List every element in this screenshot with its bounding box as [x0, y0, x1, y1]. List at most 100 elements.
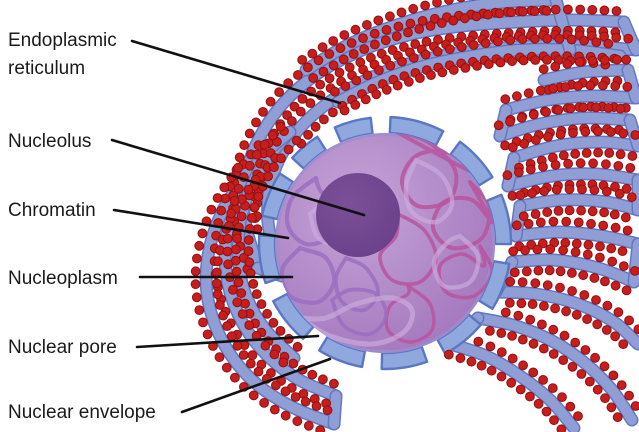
ribosome	[263, 171, 274, 182]
ribosome	[425, 21, 436, 31]
ribosome	[599, 31, 609, 42]
ribosome	[324, 49, 335, 59]
ribosome	[618, 339, 629, 350]
ribosome	[315, 79, 326, 90]
ribosome	[591, 37, 602, 47]
ribosome	[548, 83, 559, 94]
ribosome	[580, 345, 591, 355]
ribosome	[579, 35, 589, 46]
ribosome	[244, 160, 255, 171]
er-cisterna	[329, 391, 341, 429]
ribosome	[553, 206, 564, 216]
ribosome	[334, 67, 345, 78]
ribosome	[480, 38, 491, 48]
ribosome	[558, 355, 569, 366]
ribosome	[601, 186, 612, 197]
ribosome	[506, 7, 517, 18]
ribosome	[525, 164, 536, 175]
ribosome	[521, 266, 532, 277]
leader-line-endoplasmic-reticulum	[130, 39, 342, 105]
ribosome	[371, 89, 382, 100]
ribosome	[485, 326, 495, 336]
ribosome	[509, 267, 520, 278]
ribosome	[618, 128, 629, 139]
ribosome	[287, 116, 297, 126]
ribosome	[459, 13, 470, 24]
ribosome	[550, 4, 561, 15]
ribosome	[542, 280, 553, 291]
ribosome	[604, 148, 615, 158]
ribosome	[328, 36, 339, 46]
ribosome	[529, 6, 540, 17]
leader-line-nucleolus	[110, 138, 366, 217]
ribosome	[535, 85, 546, 96]
ribosome	[519, 138, 529, 149]
ribosome	[586, 218, 596, 229]
ribosome	[436, 18, 447, 29]
ribosome	[232, 297, 243, 308]
ribosome	[328, 60, 339, 71]
ribosome	[194, 240, 205, 251]
ribosome	[548, 324, 559, 335]
ribosome	[515, 190, 526, 201]
ribosome	[251, 117, 261, 128]
ribosome	[566, 34, 577, 45]
ribosome	[558, 150, 569, 161]
ribosome	[297, 94, 308, 104]
ribosome	[380, 35, 391, 46]
ribosome	[495, 57, 506, 68]
ribosome	[197, 228, 208, 239]
ribosome	[518, 211, 529, 222]
ribosome	[574, 57, 585, 67]
ribosome	[506, 377, 517, 388]
ribosome	[577, 184, 587, 195]
ribosome	[324, 73, 335, 84]
ribosome	[340, 81, 351, 91]
er-cisterna	[509, 137, 639, 163]
ribosome	[548, 349, 559, 359]
ribosome	[486, 365, 497, 376]
ribosome	[239, 140, 250, 151]
er-cisterna	[503, 168, 639, 191]
ribosome	[410, 39, 421, 49]
ribosome	[429, 13, 440, 24]
er-cisterna	[515, 194, 639, 215]
ribosome	[322, 405, 333, 416]
ribosome	[575, 4, 586, 15]
er-cisterna	[301, 0, 561, 75]
ribosome	[348, 49, 359, 59]
ribosome	[496, 371, 507, 382]
ribosome	[426, 70, 436, 80]
ribosome	[219, 182, 230, 193]
ribosome	[523, 88, 534, 99]
ribosome	[517, 334, 528, 345]
ribosome	[612, 412, 623, 423]
ribosome	[191, 292, 202, 303]
ribosome	[541, 406, 552, 417]
ribosome	[307, 48, 318, 59]
ribosome	[592, 319, 603, 330]
ribosome	[581, 148, 592, 158]
er-cisterna	[445, 339, 579, 432]
ribosome	[567, 361, 578, 372]
ribosome	[228, 284, 238, 295]
ribosome	[516, 298, 527, 309]
ribosome	[601, 159, 611, 170]
ribosome	[582, 249, 593, 260]
ribosome	[211, 278, 222, 289]
ribosome	[527, 299, 538, 310]
ribosome	[598, 220, 609, 231]
ribosome	[525, 314, 536, 325]
ribosome	[190, 266, 201, 277]
ribosome	[267, 130, 278, 141]
ribosome	[633, 324, 639, 335]
er-cisterna	[511, 227, 639, 249]
ribosome	[226, 208, 237, 219]
ribosome	[507, 353, 518, 364]
inner-nuclear-membrane	[274, 132, 496, 354]
ribosome	[567, 268, 577, 278]
ribosome	[533, 398, 544, 409]
ribosome	[630, 130, 639, 140]
ribosome	[557, 392, 567, 403]
